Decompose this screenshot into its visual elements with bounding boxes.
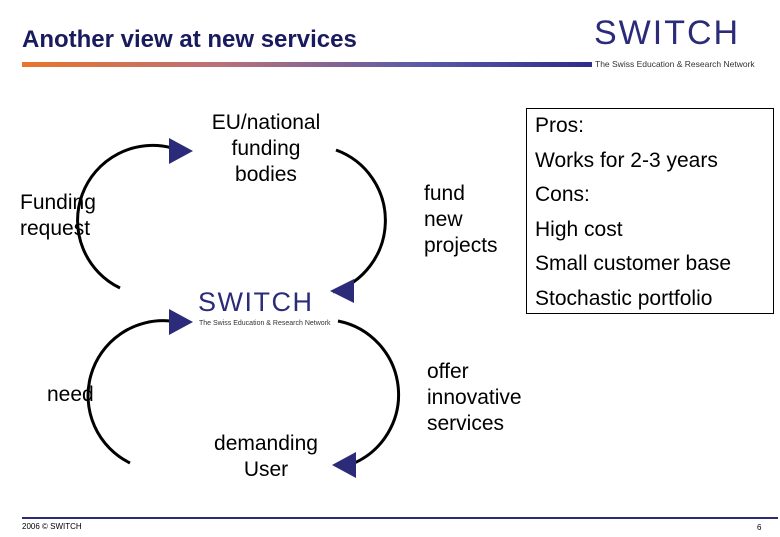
switch-logo-center-tagline: The Swiss Education & Research Network — [199, 320, 331, 327]
label-need: need — [47, 383, 94, 406]
pros-cons-box: Pros: Works for 2-3 years Cons: High cos… — [526, 108, 774, 314]
pros-item: Works for 2-3 years — [535, 148, 718, 172]
text-line: funding — [231, 137, 301, 160]
cons-item: Stochastic portfolio — [535, 286, 713, 310]
title-underline — [22, 62, 592, 67]
footer-copyright: 2006 © SWITCH — [22, 522, 82, 531]
text-line: EU/national — [211, 111, 321, 134]
text-line: User — [243, 458, 289, 481]
text-line: new — [424, 208, 463, 231]
text-line: fund — [424, 182, 465, 205]
arc-need — [86, 319, 171, 465]
footer-rule — [22, 517, 778, 519]
text-line: request — [20, 217, 91, 240]
switch-logo-wordmark: SWITCH — [594, 14, 741, 52]
arc-funding-request — [76, 143, 173, 290]
text-line: bodies — [235, 163, 297, 186]
text-line: projects — [424, 234, 498, 257]
label-offer-services: offer innovative services — [427, 359, 522, 437]
label-funding-request-text: Funding request — [20, 190, 96, 242]
switch-logo-center-wordmark: SWITCH — [198, 287, 314, 317]
slide-title: Another view at new services — [22, 26, 357, 53]
cons-item: High cost — [535, 217, 623, 241]
arc-fund-projects — [332, 148, 387, 294]
pros-cons-list: Pros: Works for 2-3 years Cons: High cos… — [535, 109, 731, 317]
arc-offer-services — [337, 319, 400, 466]
text-line: Funding — [20, 191, 96, 214]
text-line: services — [427, 412, 505, 435]
label-fund-new-projects: fund new projects — [424, 181, 498, 259]
switch-logo-tagline: The Swiss Education & Research Network — [595, 59, 755, 69]
label-offer-services-text: offer innovative services — [427, 359, 522, 437]
pros-heading: Pros: — [535, 114, 585, 137]
cons-heading: Cons: — [535, 183, 590, 207]
label-funding-bodies-text: EU/national funding bodies — [196, 110, 336, 188]
page-number: 6 — [757, 523, 762, 532]
label-fund-new-projects-text: fund new projects — [424, 181, 498, 259]
text-line: innovative — [427, 386, 522, 409]
arrowhead-icon — [332, 452, 356, 478]
cons-item: Small customer base — [535, 252, 732, 276]
text-line: demanding — [214, 432, 318, 455]
label-funding-request: Funding request — [20, 190, 96, 242]
arrowhead-icon — [169, 309, 193, 335]
text-line: offer — [427, 360, 469, 383]
label-funding-bodies: EU/national funding bodies — [196, 110, 336, 188]
arrowhead-icon — [330, 279, 354, 303]
arrowhead-icon — [169, 138, 193, 164]
